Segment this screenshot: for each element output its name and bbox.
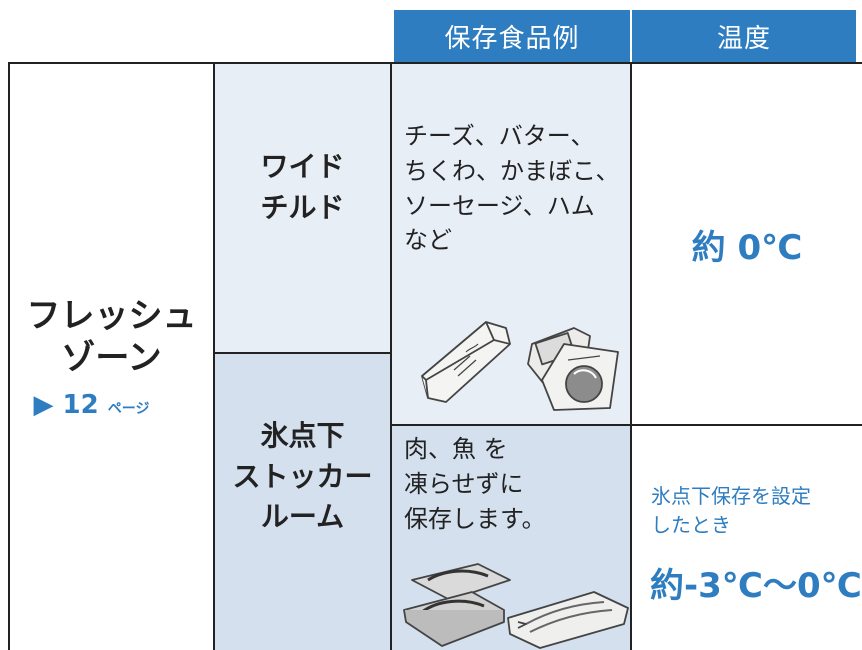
- subzero-stocker-line-3: ルーム: [260, 500, 345, 534]
- food-line: 保存します。: [404, 504, 546, 533]
- food-examples-chilled-text: チーズ、バター、 ちくわ、かまぼこ、 ソーセージ、ハム など: [404, 119, 620, 258]
- zone-name-line-2: ゾーン: [61, 338, 162, 378]
- temperature-condition: 氷点下保存を設定 したとき: [651, 482, 811, 540]
- temperature-subzero-cell: 氷点下保存を設定 したとき 約-3℃〜0℃: [632, 426, 862, 650]
- food-line: 肉、魚 を: [404, 435, 508, 463]
- wide-chilled-name: ワイド チルド: [260, 147, 344, 228]
- subzero-stocker-name: 氷点下 ストッカー ルーム: [232, 416, 372, 538]
- food-examples-chilled-cell: チーズ、バター、 ちくわ、かまぼこ、 ソーセージ、ハム など: [392, 62, 632, 426]
- fresh-zone-cell: フレッシュ ゾーン ▶ 12 ページ: [8, 62, 215, 650]
- temperature-condition-line-2: したとき: [651, 513, 731, 537]
- subzero-stocker-line-2: ストッカー: [232, 459, 373, 493]
- page-reference: ▶ 12 ページ: [33, 390, 149, 420]
- temperature-chilled-cell: 約 0℃: [632, 62, 862, 426]
- food-line: 凍らせずに: [404, 469, 524, 498]
- meat-fish-illustration: [403, 563, 629, 649]
- food-line: チーズ、バター、: [404, 122, 595, 150]
- food-line: など: [404, 226, 452, 255]
- triangle-right-icon: ▶: [33, 389, 54, 420]
- zone-name: フレッシュ ゾーン: [27, 295, 197, 380]
- dairy-products-illustration: [421, 321, 619, 411]
- food-line: ソーセージ、ハム: [404, 191, 595, 220]
- temperature-chilled-value: 約 0℃: [691, 227, 803, 268]
- zone-name-line-1: フレッシュ: [26, 295, 197, 336]
- subzero-stocker-line-1: 氷点下: [260, 419, 345, 453]
- header-food-examples: 保存食品例: [394, 10, 630, 62]
- page-number: 12: [62, 389, 99, 420]
- temperature-subzero-value: 約-3℃〜0℃: [650, 566, 862, 606]
- food-examples-subzero-cell: 肉、魚 を 凍らせずに 保存します。: [392, 426, 632, 650]
- page-unit: ページ: [107, 400, 150, 417]
- temperature-condition-line-1: 氷点下保存を設定: [651, 484, 811, 508]
- header-temperature: 温度: [632, 10, 856, 62]
- wide-chilled-cell: ワイド チルド: [215, 62, 392, 354]
- food-examples-subzero-text: 肉、魚 を 凍らせずに 保存します。: [404, 432, 546, 536]
- wide-chilled-line-2: チルド: [260, 191, 345, 224]
- food-line: ちくわ、かまぼこ、: [404, 156, 620, 185]
- wide-chilled-line-1: ワイド: [260, 150, 345, 184]
- subzero-stocker-cell: 氷点下 ストッカー ルーム: [215, 354, 392, 650]
